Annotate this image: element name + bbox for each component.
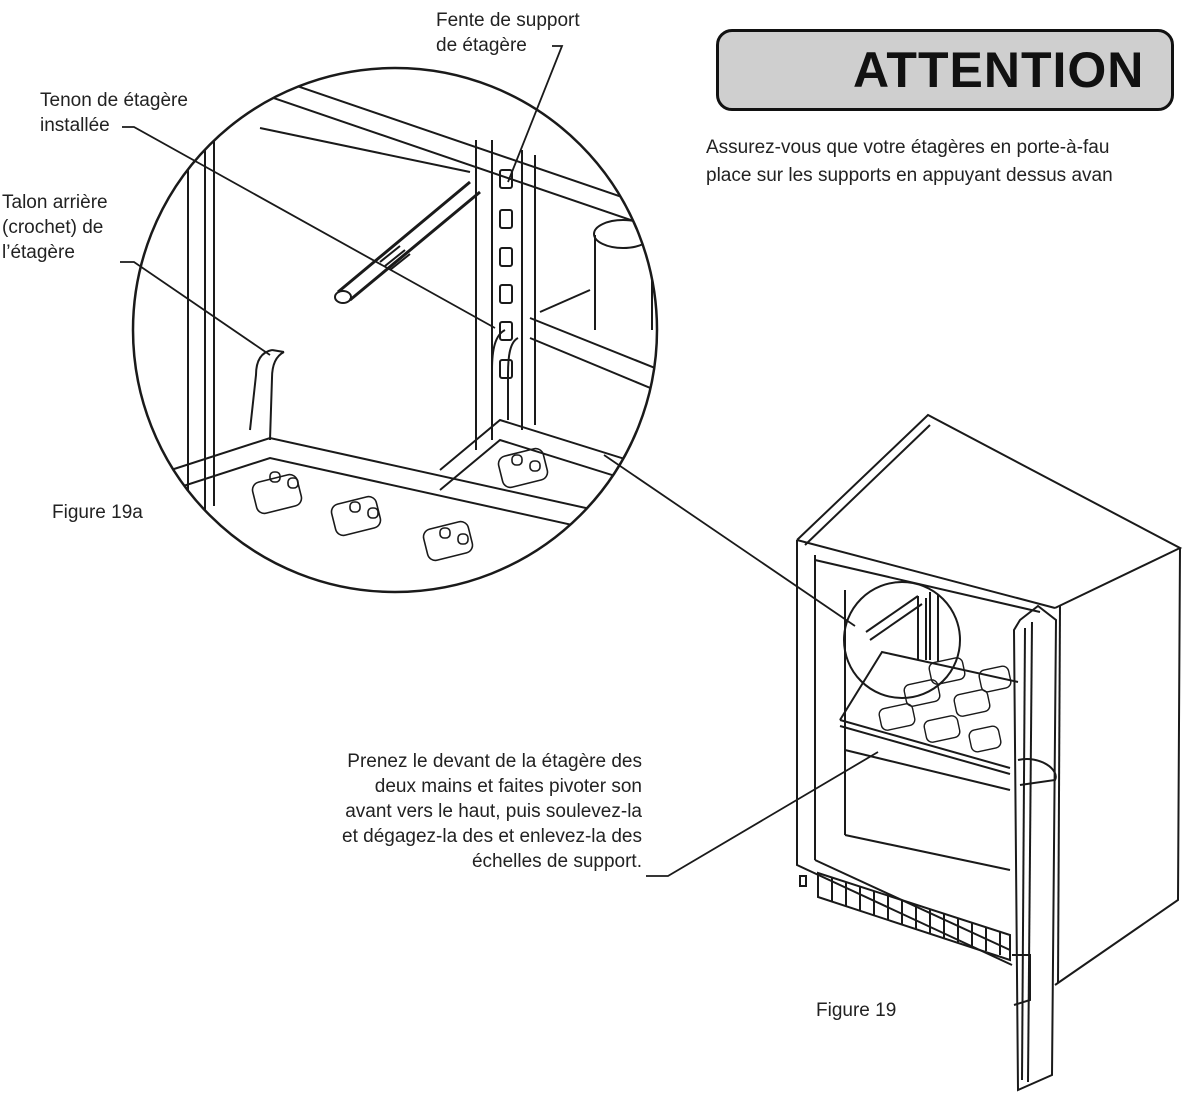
attention-text: Assurez-vous que votre étagères en porte… [706, 134, 1195, 190]
label-shelf-tenon: Tenon de étagère installée [40, 90, 188, 136]
label-shelf-slot: Fente de support de étagère [436, 10, 580, 56]
attention-title: ATTENTION [853, 42, 1145, 98]
label-figure-19: Figure 19 [816, 1000, 897, 1021]
refrigerator [796, 413, 1183, 1092]
instruction-text: Prenez le devant de la étagère des deux … [342, 751, 642, 872]
callout-lines [120, 45, 879, 877]
magnified-detail [131, 66, 659, 594]
attention-banner: ATTENTION [716, 29, 1174, 111]
label-shelf-heel: Talon arrière (crochet) de l’étagère [2, 192, 108, 263]
attention-line-1: Assurez-vous que votre étagères en porte… [706, 137, 1110, 158]
label-figure-19a: Figure 19a [52, 502, 143, 523]
attention-line-2: place sur les supports en appuyant dessu… [706, 165, 1113, 186]
